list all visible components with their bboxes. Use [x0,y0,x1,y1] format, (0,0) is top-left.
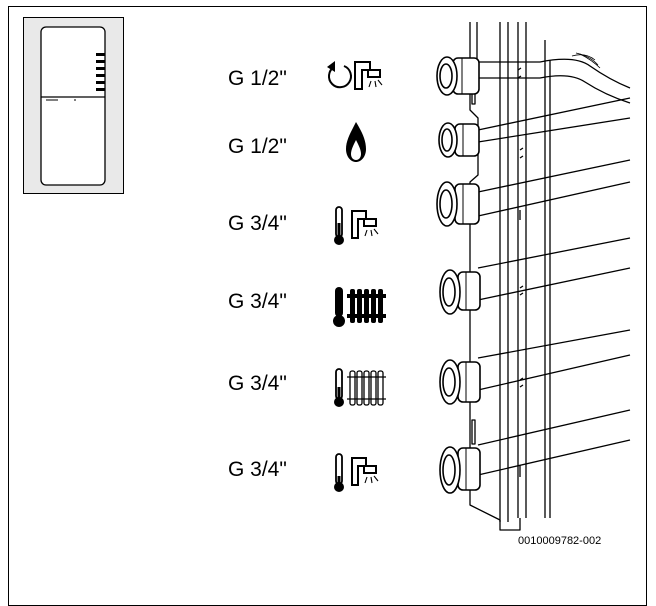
cold-water-tap-icon [334,453,379,492]
appliance-thumbnail [23,17,124,194]
gas-flame-icon [346,122,366,162]
hot-water-tap-icon [334,206,379,245]
document-id: 0010009782-002 [518,535,602,547]
heating-return-radiator-icon [334,368,386,407]
heating-flow-radiator-icon [333,287,386,327]
connection-size-2: G 1/2" [228,135,287,158]
connection-bracket-diagram [436,22,631,531]
connection-size-1: G 1/2" [228,67,287,90]
connection-size-5: G 3/4" [228,372,287,395]
connection-size-3: G 3/4" [228,212,287,235]
connection-size-4: G 3/4" [228,290,287,313]
circulation-return-hot-water-icon [327,61,383,90]
connection-size-6: G 3/4" [228,458,287,481]
